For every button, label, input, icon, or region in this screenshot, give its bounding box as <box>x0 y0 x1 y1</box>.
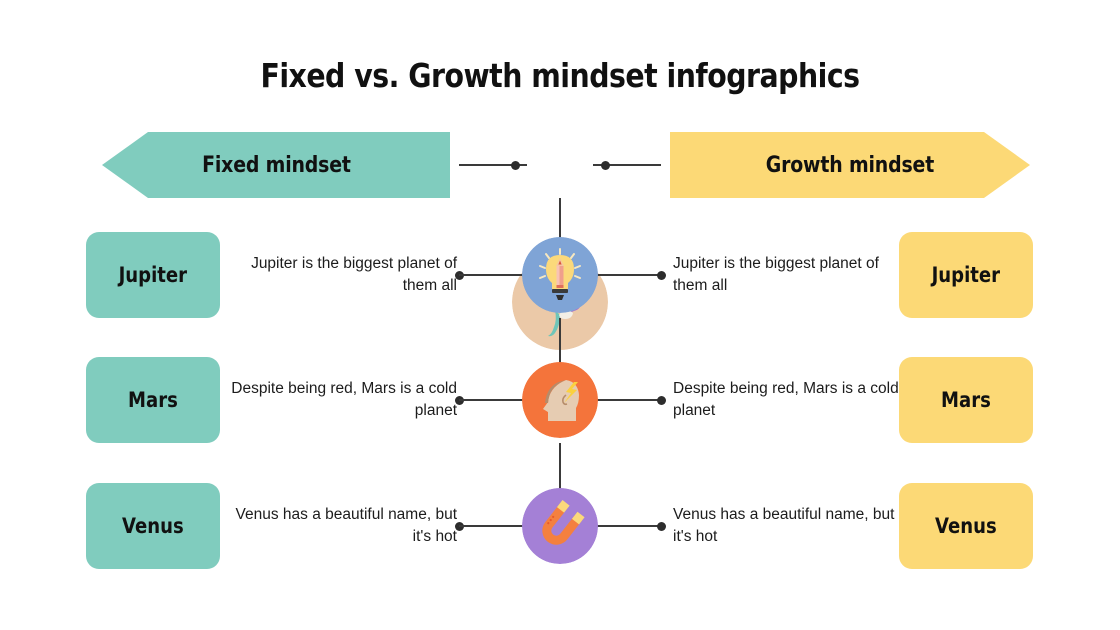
right-pill-label: Jupiter <box>931 263 1001 287</box>
right-description-mars: Despite being red, Mars is a cold planet <box>673 380 899 419</box>
header-connector-line-left <box>459 164 527 166</box>
row-connector-line-right <box>593 274 661 276</box>
growth-mindset-banner[interactable]: Growth mindset <box>670 132 1030 198</box>
row-jupiter: Jupiter Jupiter is the biggest planet of… <box>0 232 1120 318</box>
right-pill-mars[interactable]: Mars <box>899 357 1033 443</box>
row-dot-right <box>657 270 666 280</box>
left-pill-label: Mars <box>128 388 178 412</box>
row-venus: Venus Venus has a beautiful name, but it… <box>0 483 1120 569</box>
header-connector-dot-left <box>511 160 520 170</box>
row-dot-right <box>657 521 666 531</box>
header-row: Fixed mindset Growth mindset <box>0 132 1120 350</box>
header-connector-line-right <box>593 164 661 166</box>
row-mars: Mars Despite being red, Mars is a cold p… <box>0 357 1120 443</box>
lightbulb-pencil-icon[interactable] <box>522 237 598 313</box>
magnet-icon[interactable] <box>522 488 598 564</box>
left-description-jupiter: Jupiter is the biggest planet of them al… <box>251 255 457 294</box>
right-pill-jupiter[interactable]: Jupiter <box>899 232 1033 318</box>
row-connector-line-left <box>459 525 527 527</box>
header-connector-dot-right <box>601 160 610 170</box>
row-connector-line-left <box>459 399 527 401</box>
right-pill-label: Venus <box>935 514 997 538</box>
left-description-venus: Venus has a beautiful name, but it's hot <box>235 506 457 545</box>
row-dot-right <box>657 395 666 405</box>
fixed-mindset-banner[interactable]: Fixed mindset <box>102 132 450 198</box>
row-connector-line-right <box>593 525 661 527</box>
row-connector-line-right <box>593 399 661 401</box>
right-pill-label: Mars <box>941 388 991 412</box>
page-title: Fixed vs. Growth mindset infographics <box>260 56 860 95</box>
left-pill-label: Jupiter <box>118 263 188 287</box>
left-pill-venus[interactable]: Venus <box>86 483 220 569</box>
fixed-mindset-banner-label: Fixed mindset <box>201 152 351 178</box>
left-pill-label: Venus <box>122 514 184 538</box>
growth-mindset-banner-label: Growth mindset <box>765 152 935 178</box>
row-connector-line-left <box>459 274 527 276</box>
left-description-mars: Despite being red, Mars is a cold planet <box>231 380 457 419</box>
vertical-connector-3 <box>559 443 561 505</box>
vertical-connector-2 <box>559 318 561 380</box>
head-lightning-icon[interactable] <box>522 362 598 438</box>
vertical-connector-1 <box>559 198 561 260</box>
right-description-venus: Venus has a beautiful name, but it's hot <box>673 506 895 545</box>
left-pill-mars[interactable]: Mars <box>86 357 220 443</box>
left-pill-jupiter[interactable]: Jupiter <box>86 232 220 318</box>
right-pill-venus[interactable]: Venus <box>899 483 1033 569</box>
right-description-jupiter: Jupiter is the biggest planet of them al… <box>673 255 879 294</box>
